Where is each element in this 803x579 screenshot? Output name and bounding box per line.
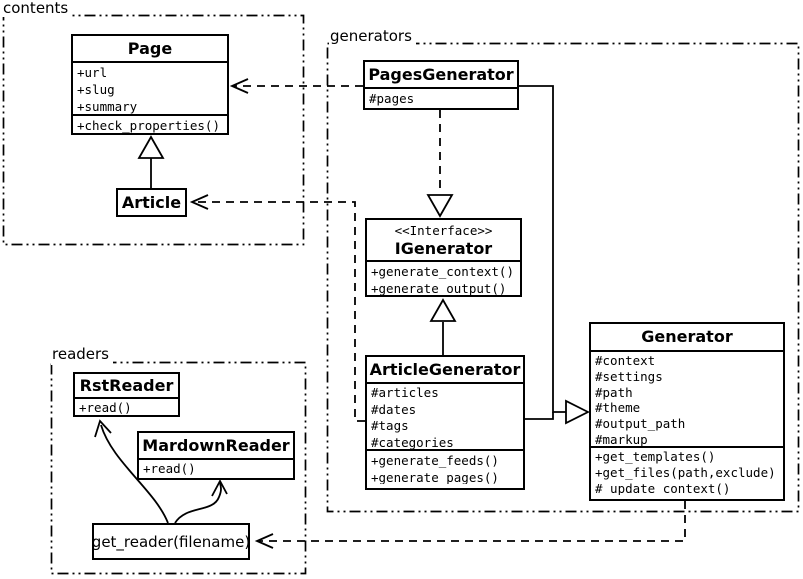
package-label-contents: contents — [2, 0, 73, 17]
realization-arrowhead-igenerator — [426, 194, 454, 218]
package-generators-frame — [326, 42, 800, 513]
inheritance-arrowhead-generator — [565, 399, 591, 425]
class-pagesgenerator-attributes: #pages — [365, 87, 517, 108]
class-igenerator-methods: +generate_context()+generate_output() — [367, 260, 520, 295]
class-page-attributes: +url+slug+summary — [73, 61, 227, 114]
dependency-arrowhead-getreader — [254, 533, 274, 549]
class-articlegenerator-methods: +generate_feeds()+generate_pages() — [367, 449, 523, 484]
edge-getreader-to-markdownreader — [174, 482, 222, 524]
edge-articlegenerator-to-article — [194, 201, 365, 422]
class-generator: Generator #context#settings#path#theme#o… — [589, 322, 785, 501]
arrowhead-markdownreader — [211, 479, 228, 497]
class-page-title: Page — [127, 39, 173, 58]
class-igenerator-stereotype: <<Interface>> — [394, 223, 493, 238]
class-pagesgenerator: PagesGenerator #pages — [363, 60, 519, 110]
function-get-reader-label: get_reader(filename) — [91, 532, 251, 551]
class-article: Article — [116, 188, 187, 217]
class-rstreader: RstReader +read() — [73, 372, 180, 417]
arrowhead-rstreader — [94, 419, 112, 438]
class-rstreader-methods: +read() — [75, 397, 178, 415]
package-label-generators: generators — [329, 28, 416, 46]
class-markdownreader-methods: +read() — [139, 458, 293, 478]
class-articlegenerator-attributes: #articles#dates#tags#categories — [367, 382, 523, 449]
edge-pagesgenerator-to-generator — [519, 85, 566, 413]
class-igenerator: <<Interface>> IGenerator +generate_conte… — [365, 218, 522, 297]
class-article-title: Article — [121, 193, 182, 212]
package-label-readers: readers — [51, 346, 113, 365]
class-page: Page +url+slug+summary +check_properties… — [71, 34, 229, 135]
class-markdownreader: MardownReader +read() — [137, 431, 295, 480]
package-contents-frame — [2, 14, 305, 246]
class-markdownreader-title: MardownReader — [142, 436, 290, 455]
function-get-reader: get_reader(filename) — [92, 523, 250, 560]
class-generator-methods: +get_templates()+get_files(path,exclude)… — [591, 446, 783, 495]
dependency-arrowhead-page — [229, 78, 249, 94]
class-articlegenerator: ArticleGenerator #articles#dates#tags#ca… — [365, 355, 525, 490]
class-articlegenerator-title: ArticleGenerator — [369, 360, 521, 379]
class-generator-attributes: #context#settings#path#theme#output_path… — [591, 350, 783, 446]
edge-generator-to-getreader — [259, 501, 686, 542]
class-pagesgenerator-title: PagesGenerator — [368, 65, 514, 84]
dependency-arrowhead-article — [189, 194, 209, 210]
class-generator-title: Generator — [641, 327, 733, 346]
edge-getreader-to-rstreader — [100, 424, 169, 524]
class-rstreader-title: RstReader — [79, 376, 174, 395]
inheritance-arrowhead-igenerator — [429, 298, 457, 322]
class-igenerator-title: IGenerator — [394, 239, 493, 258]
edge-articlegenerator-to-generator — [525, 412, 554, 420]
package-readers-frame — [50, 361, 307, 575]
inheritance-arrowhead-page — [137, 135, 165, 159]
class-page-methods: +check_properties() — [73, 114, 227, 135]
